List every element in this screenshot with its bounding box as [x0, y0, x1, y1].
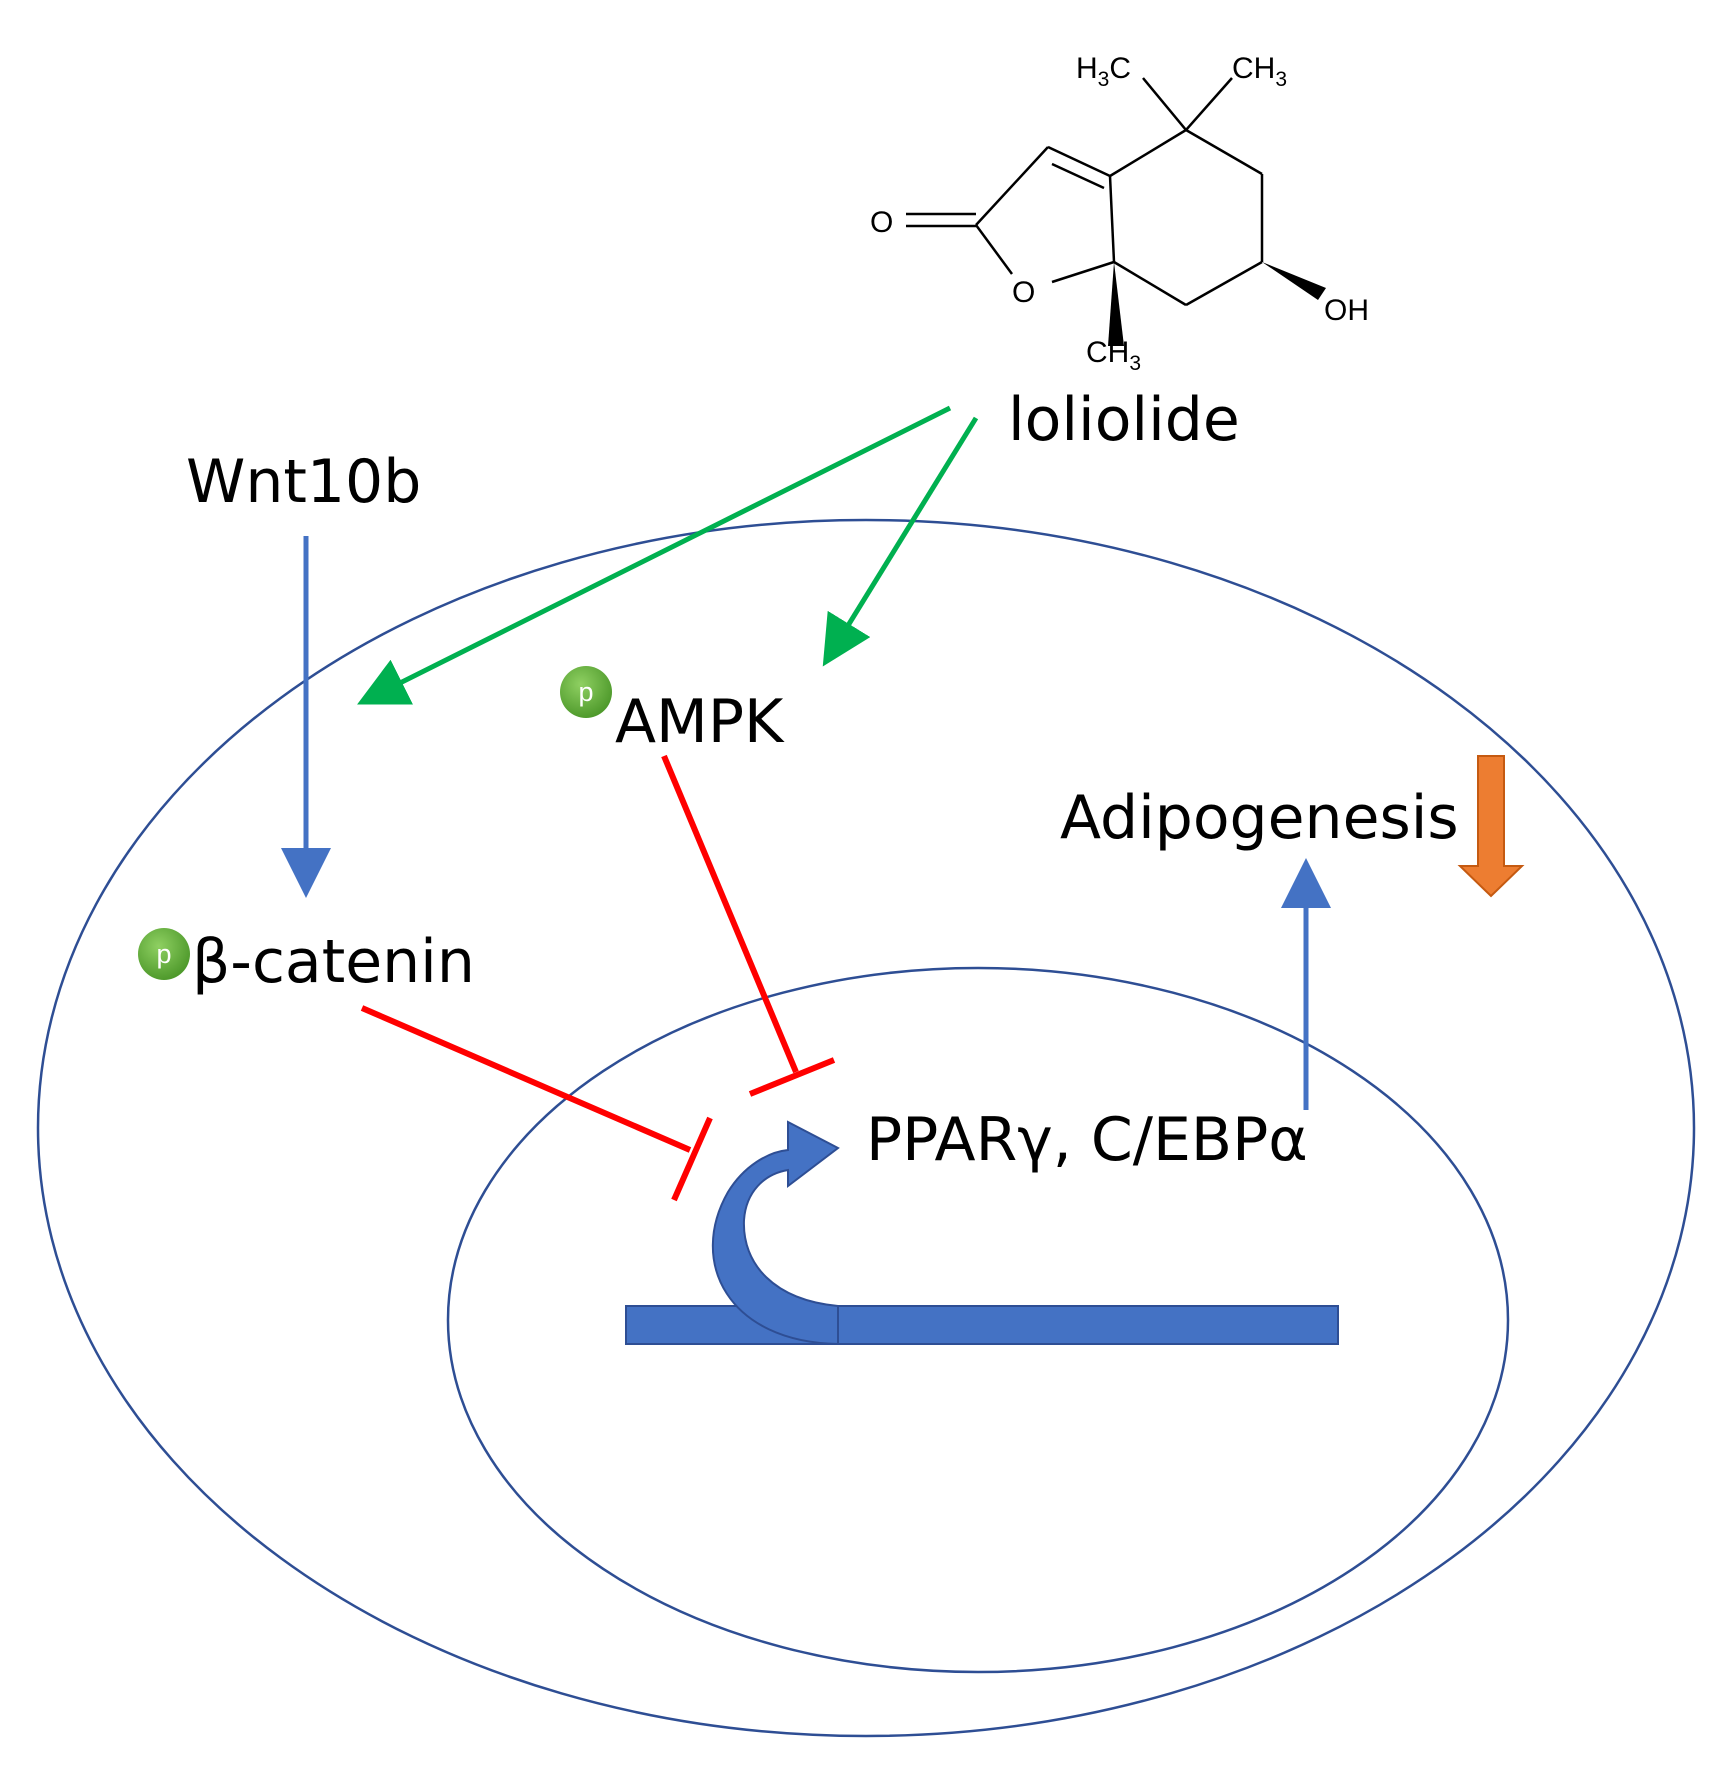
ppar-cebp-label: PPARγ, C/EBPα [866, 1105, 1308, 1175]
loliolide-structure [906, 77, 1264, 307]
ch3-top-label: CH3 [1232, 52, 1287, 91]
beta-catenin-label: β-catenin [192, 927, 475, 997]
wedge-bond-methyl [1108, 262, 1124, 346]
loliolide-label: loliolide [1008, 385, 1240, 455]
carbonyl-o-label: O [870, 206, 893, 239]
oh-label: OH [1324, 294, 1369, 327]
activation-arrow-to-ampk [822, 416, 979, 667]
adipogenesis-label: Adipogenesis [1060, 783, 1459, 853]
activation-arrow-to-beta-catenin [357, 405, 952, 705]
wnt10b-label: Wnt10b [186, 447, 421, 517]
ampk-inhibition [661, 754, 836, 1097]
ch3-bottom-label: CH3 [1086, 336, 1141, 375]
decrease-arrow-icon [1457, 755, 1525, 898]
wedge-bond-hydroxyl [1262, 262, 1326, 300]
phospho-marker-ampk: p [560, 666, 612, 718]
dna-strand [625, 1305, 1339, 1345]
svg-text:p: p [156, 939, 171, 969]
nucleus [446, 966, 1510, 1674]
transcription-start-arrow-icon [711, 1120, 840, 1346]
phospho-marker-beta-catenin: p [138, 928, 190, 980]
h3c-label: H3C [1076, 52, 1131, 91]
ring-o-label: O [1012, 276, 1035, 309]
cell-membrane [36, 518, 1696, 1738]
svg-text:p: p [578, 677, 593, 707]
ampk-label: AMPK [615, 687, 785, 757]
beta-catenin-inhibition [360, 1005, 713, 1202]
